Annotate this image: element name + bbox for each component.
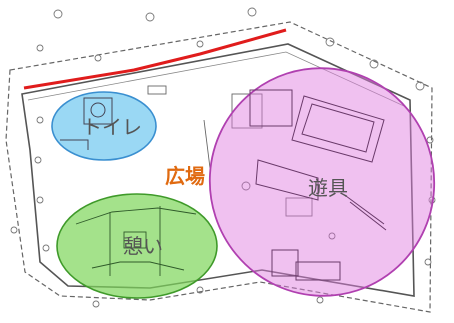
playground-equipment: [249, 89, 387, 281]
zone-playground[interactable]: [180, 39, 454, 323]
label-playground: 遊具: [308, 176, 348, 200]
site-boundary: [5, 21, 433, 313]
label-rest: 憩い: [123, 234, 163, 258]
red-fence-line: [23, 28, 287, 90]
zone-rest[interactable]: [56, 193, 218, 299]
zone-toilet[interactable]: [51, 91, 157, 161]
tree-symbols: [10, 7, 436, 308]
label-toilet: トイレ: [82, 115, 142, 139]
label-plaza: 広場: [165, 164, 205, 188]
wall-line: [27, 51, 405, 107]
rest-area-paths: [75, 206, 197, 276]
toilet-building: [60, 97, 113, 150]
structures: [147, 85, 336, 240]
